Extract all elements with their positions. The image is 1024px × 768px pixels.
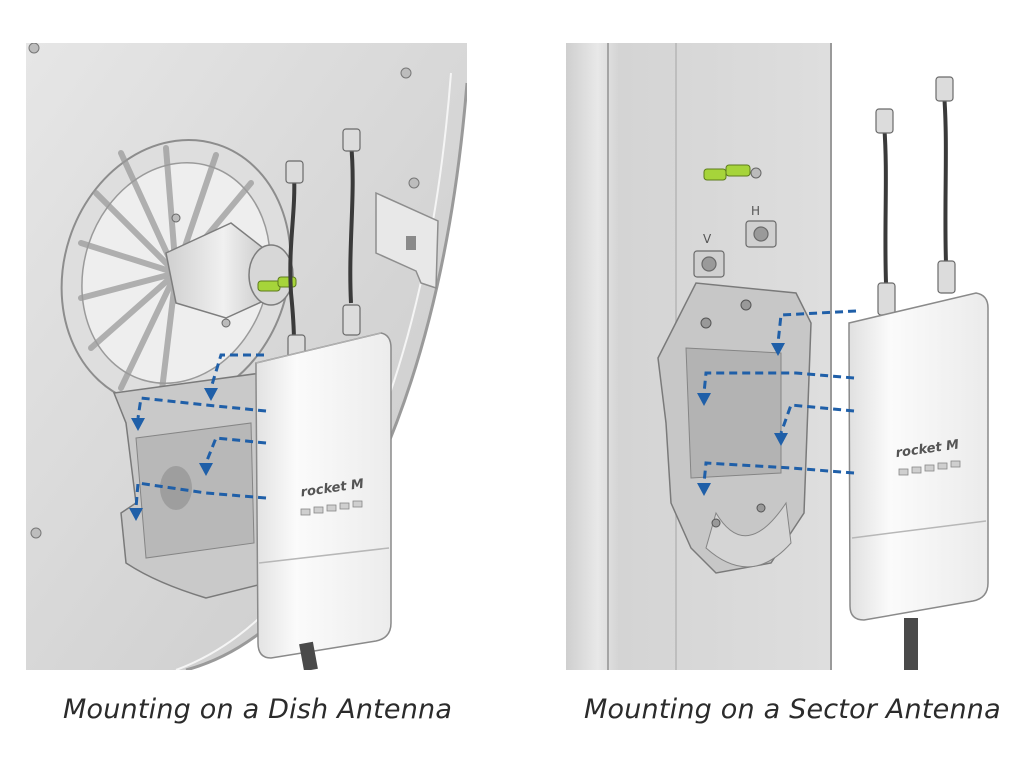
sector-n-ports: [693, 220, 777, 278]
sector-antenna-illustration: V H rock: [566, 43, 1001, 670]
caption-sector-antenna: Mounting on a Sector Antenna: [584, 694, 1001, 725]
sector-arrow-heads: [697, 343, 788, 496]
dish-mount-arrows: [134, 353, 267, 509]
sector-cable-connectors: [875, 76, 956, 316]
sector-mount-arrows: [702, 309, 857, 484]
sector-cable-1: [882, 122, 888, 284]
caption-dish-antenna: Mounting on a Dish Antenna: [63, 694, 453, 725]
dish-feed-horn: [165, 213, 297, 328]
dish-cable-2: [348, 142, 355, 304]
sector-port-label-h: H: [751, 204, 760, 218]
dish-rim-bolts: [28, 43, 420, 539]
dish-mounting-diagram: rocket M: [26, 43, 467, 670]
sector-rocket-device: rocket M: [848, 292, 989, 621]
sector-cable-2: [942, 92, 948, 264]
dish-arrow-heads: [129, 388, 218, 521]
sector-top-connector: [703, 164, 762, 181]
sector-port-label-v: V: [703, 232, 712, 246]
dish-rocket-device: rocket M: [255, 332, 392, 659]
dish-antenna-illustration: rocket M: [26, 43, 467, 670]
sector-device-leds: [898, 460, 961, 476]
sector-mounting-diagram: V H rock: [566, 43, 989, 670]
dish-power-cable: [299, 641, 318, 670]
dish-device-leds: [300, 500, 363, 516]
